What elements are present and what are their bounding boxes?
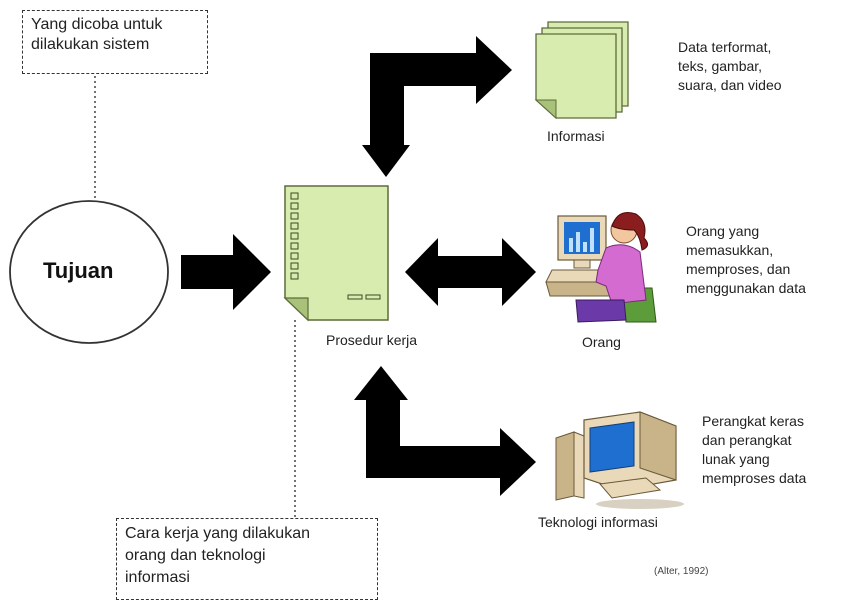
orang-label: Orang [582, 334, 621, 350]
document-stack-icon [534, 21, 629, 120]
teknologi-desc-line-1: Perangkat keras [702, 413, 804, 429]
orang-desc: Orang yang memasukkan, memproses, dan me… [686, 222, 806, 298]
informasi-desc-line-1: Data terformat, [678, 39, 772, 55]
method-note-line-1: Cara kerja yang dilakukan [125, 525, 310, 542]
method-note-line-2: orang dan teknologi [125, 547, 266, 564]
teknologi-desc-line-4: memproses data [702, 470, 807, 486]
tujuan-label: Tujuan [43, 258, 114, 283]
person-at-computer-icon [545, 212, 657, 323]
arrow-prosedur-teknologi [354, 366, 536, 496]
prosedur-label: Prosedur kerja [326, 332, 418, 348]
teknologi-label: Teknologi informasi [538, 514, 658, 530]
goal-note: Yang dicoba untuk dilakukan sistem [22, 10, 208, 74]
goal-note-line-1: Yang dicoba untuk [31, 16, 163, 33]
informasi-desc-line-2: teks, gambar, [678, 58, 763, 74]
informasi-desc: Data terformat, teks, gambar, suara, dan… [678, 38, 782, 95]
tujuan-circle [9, 200, 169, 344]
orang-desc-line-1: Orang yang [686, 223, 760, 239]
teknologi-desc-line-2: dan perangkat [702, 432, 792, 448]
orang-desc-line-4: menggunakan data [686, 280, 806, 296]
arrow-prosedur-informasi [362, 36, 512, 177]
method-note-line-3: informasi [125, 569, 190, 586]
teknologi-desc: Perangkat keras dan perangkat lunak yang… [702, 412, 806, 488]
arrow-tujuan-to-prosedur [181, 234, 271, 310]
arrow-prosedur-orang [405, 238, 536, 306]
informasi-label: Informasi [547, 128, 605, 144]
computer-icon [555, 411, 684, 509]
procedure-document-icon [283, 185, 389, 322]
goal-note-line-2: dilakukan sistem [31, 36, 150, 53]
teknologi-desc-line-3: lunak yang [702, 451, 770, 467]
orang-desc-line-2: memasukkan, [686, 242, 774, 258]
orang-desc-line-3: memproses, dan [686, 261, 791, 277]
method-note: Cara kerja yang dilakukan orang dan tekn… [116, 518, 378, 600]
informasi-desc-line-3: suara, dan video [678, 77, 782, 93]
citation: (Alter, 1992) [654, 566, 709, 577]
